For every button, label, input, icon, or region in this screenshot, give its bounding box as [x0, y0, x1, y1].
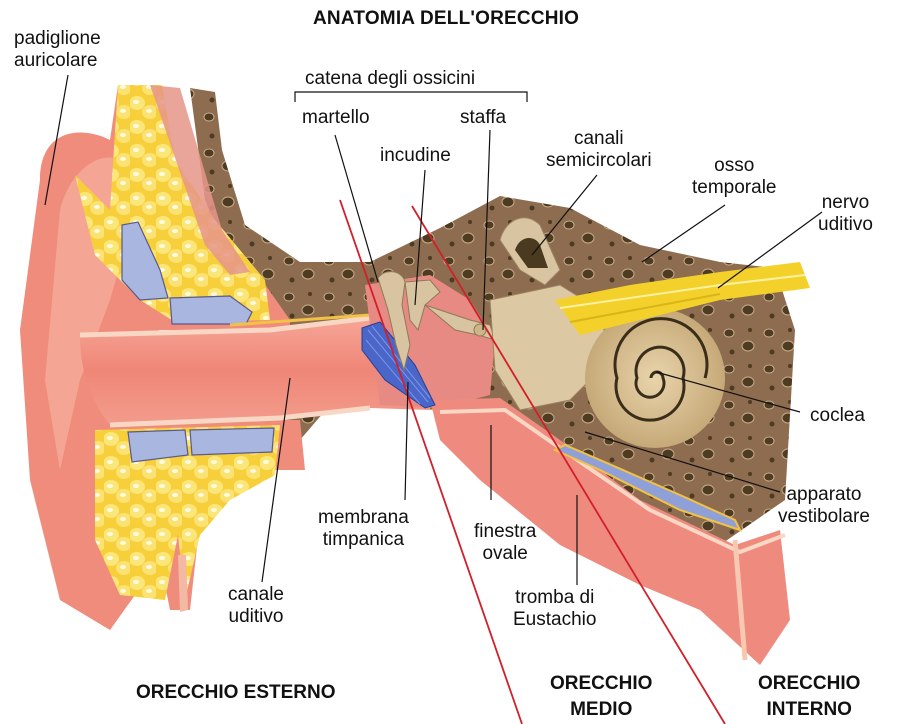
- label-nervo-uditivo: nervo uditivo: [818, 192, 873, 235]
- auricle: [20, 85, 305, 630]
- section-orecchio-esterno: ORECCHIO ESTERNO: [136, 682, 336, 703]
- section-orecchio-interno: ORECCHIO INTERNO: [758, 673, 861, 720]
- label-osso-temporale: osso temporale: [692, 155, 777, 198]
- ear-canal: [79, 313, 430, 428]
- label-martello: martello: [302, 107, 370, 128]
- eardrum: [361, 321, 436, 409]
- label-finestra-ovale: finestra ovale: [474, 521, 537, 564]
- label-canali-semicircolari: canali semicircolari: [546, 128, 652, 171]
- label-incudine: incudine: [380, 145, 451, 166]
- label-membrana-timpanica: membrana timpanica: [318, 507, 409, 550]
- ossicles: [377, 271, 496, 372]
- cochlea: [585, 308, 725, 448]
- label-catena-ossicini: catena degli ossicini: [305, 68, 476, 89]
- label-tromba-eustachio: tromba di Eustachio: [513, 587, 597, 630]
- section-dividers: [339, 199, 726, 724]
- section-orecchio-medio: ORECCHIO MEDIO: [550, 673, 653, 720]
- auditory-nerve: [555, 262, 810, 335]
- label-padiglione-auricolare: padiglione auricolare: [14, 28, 101, 71]
- diagram-title: ANATOMIA DELL'ORECCHIO: [313, 8, 580, 29]
- leader-lines: [44, 74, 823, 585]
- label-canale-uditivo: canale uditivo: [228, 584, 284, 627]
- label-coclea: coclea: [810, 405, 865, 426]
- label-staffa: staffa: [460, 107, 507, 128]
- eustachian-tube: [430, 398, 790, 665]
- label-apparato-vestibolare: apparato vestibolare: [778, 484, 870, 527]
